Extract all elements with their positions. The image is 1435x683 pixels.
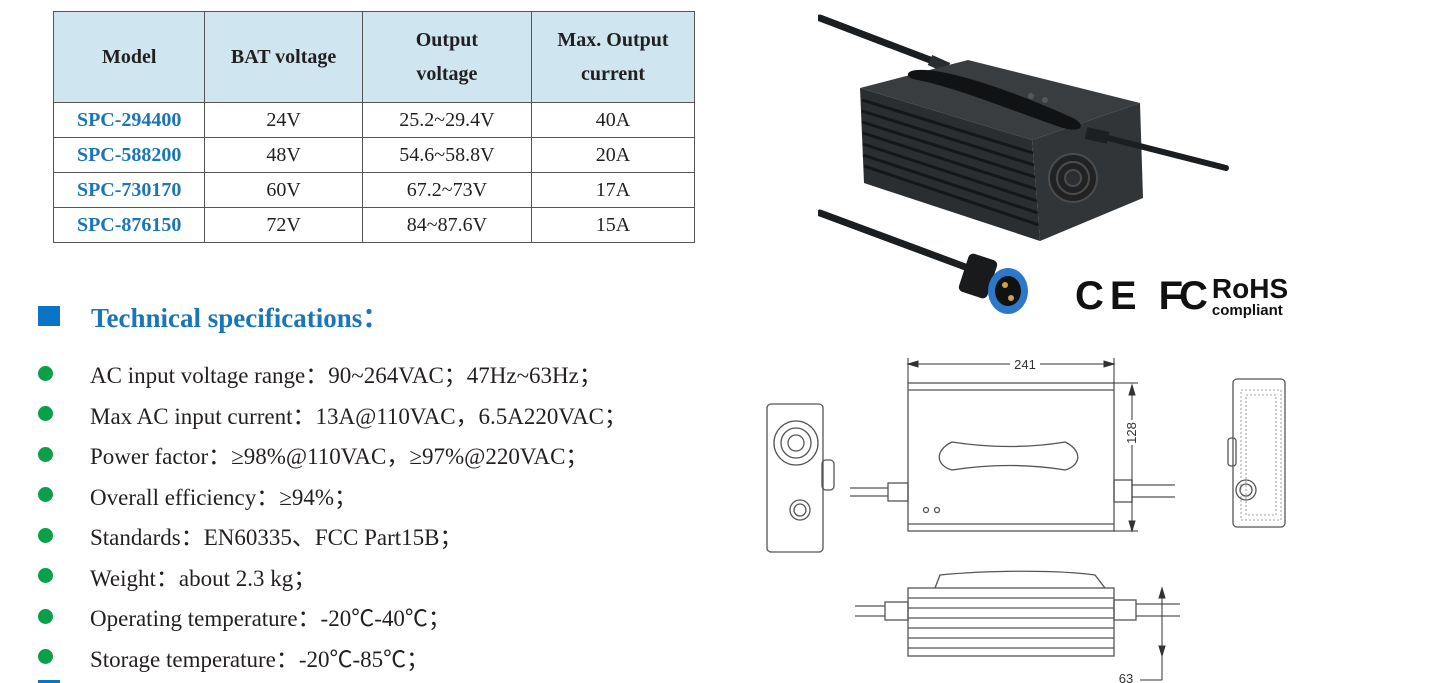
cell-model: SPC-294400: [52, 102, 206, 138]
rohs-logo: RoHS compliant: [1211, 273, 1289, 319]
spec-text: Standards：EN60335、FCC Part15B；: [90, 525, 463, 551]
spec-text: Weight：about 2.3 kg；: [90, 565, 317, 591]
list-item: Standards：EN60335、FCC Part15B；: [38, 515, 627, 556]
spec-text: Power factor：≥98%@110VAC，≥97%@220VAC；: [90, 444, 589, 470]
spec-text: Overall efficiency：≥94%；: [90, 484, 358, 510]
cell-bat-voltage: 48V: [204, 137, 363, 173]
cell-output-voltage: 54.6~58.8V: [361, 137, 532, 173]
cell-bat-voltage: 60V: [204, 172, 363, 208]
cell-max-current: 20A: [530, 137, 696, 173]
bullet-dot-icon: [38, 527, 53, 543]
spec-list: AC input voltage range：90~264VAC；47Hz~63…: [38, 353, 627, 677]
list-item: Overall efficiency：≥94%；: [38, 475, 627, 516]
spec-text: AC input voltage range：90~264VAC；47Hz~63…: [90, 363, 602, 389]
cell-output-voltage: 67.2~73V: [361, 172, 532, 208]
cell-bat-voltage: 24V: [204, 102, 363, 138]
table-row: SPC-588200 48V 54.6~58.8V 20A: [52, 137, 696, 173]
bullet-dot-icon: [38, 487, 53, 503]
cell-model: SPC-588200: [52, 137, 206, 173]
list-item: Storage temperature：-20℃-85℃；: [38, 637, 627, 678]
table-row: SPC-294400 24V 25.2~29.4V 40A: [52, 102, 696, 138]
dimension-width: 128: [1124, 422, 1139, 444]
certification-logos: CE FC RoHS compliant: [1075, 274, 1288, 319]
list-item: Power factor：≥98%@110VAC，≥97%@220VAC；: [38, 434, 627, 475]
spec-text: Operating temperature：-20℃-40℃；: [90, 606, 451, 632]
section-title: Technical specifications：: [91, 303, 390, 333]
dimension-drawing: 241 128 63: [766, 357, 1286, 683]
fcc-logo-icon: FC: [1158, 274, 1208, 318]
bullet-dot-icon: [38, 365, 53, 381]
cell-output-voltage: 84~87.6V: [361, 207, 532, 243]
table-row: SPC-730170 60V 67.2~73V 17A: [52, 172, 696, 208]
cell-output-voltage: 25.2~29.4V: [361, 102, 532, 138]
cell-max-current: 17A: [530, 172, 696, 208]
dimension-height: 63: [1119, 671, 1133, 683]
rohs-text: RoHS: [1211, 273, 1289, 304]
cell-model: SPC-876150: [52, 207, 206, 243]
section-heading: Technical specifications：: [38, 296, 389, 335]
list-item: AC input voltage range：90~264VAC；47Hz~63…: [38, 353, 627, 394]
cell-max-current: 15A: [530, 207, 696, 243]
charger-photo: [818, 14, 1229, 314]
spec-text: Storage temperature：-20℃-85℃；: [90, 646, 430, 672]
bullet-dot-icon: [38, 568, 53, 584]
spec-text: Max AC input current：13A@110VAC，6.5A220V…: [90, 403, 627, 429]
cell-model: SPC-730170: [52, 172, 206, 208]
cell-bat-voltage: 72V: [204, 207, 363, 243]
rohs-compliant-text: compliant: [1211, 302, 1283, 319]
header-bat-voltage: BAT voltage: [204, 11, 363, 103]
cell-max-current: 40A: [530, 102, 696, 138]
ce-mark-icon: CE: [1075, 274, 1143, 318]
bullet-dot-icon: [38, 406, 53, 422]
square-bullet-icon: [38, 305, 60, 326]
bullet-dot-icon: [38, 608, 53, 624]
list-item: Operating temperature：-20℃-40℃；: [38, 596, 627, 637]
table-row: SPC-876150 72V 84~87.6V 15A: [52, 207, 696, 243]
bullet-dot-icon: [38, 446, 53, 462]
list-item: Max AC input current：13A@110VAC，6.5A220V…: [38, 394, 627, 435]
header-model: Model: [52, 11, 206, 103]
dimension-length: 241: [1014, 357, 1036, 372]
divider: [38, 680, 60, 683]
bullet-dot-icon: [38, 649, 53, 665]
list-item: Weight：about 2.3 kg；: [38, 556, 627, 597]
